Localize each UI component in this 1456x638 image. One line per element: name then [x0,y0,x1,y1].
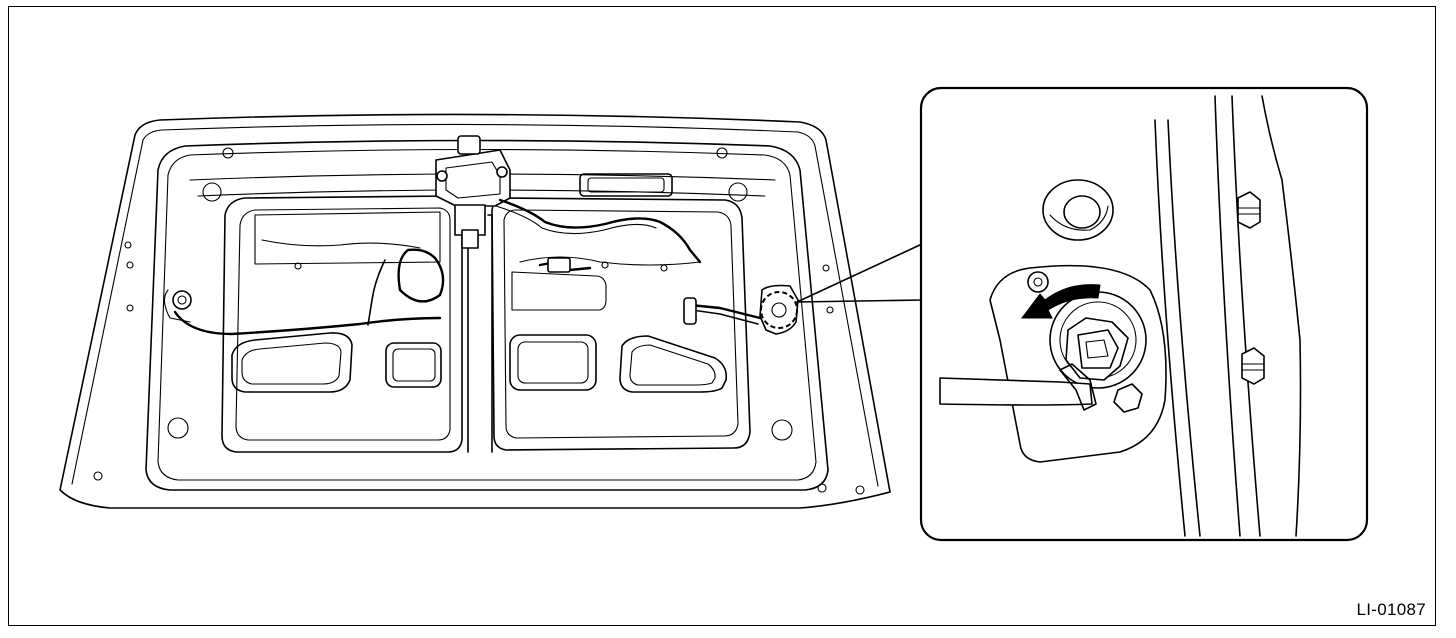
figure-code: LI-01087 [1356,600,1426,619]
callout-connector [796,243,923,303]
trunk-lid-drawing [59,113,891,509]
detail-callout [919,86,1369,542]
detail-circle [760,291,798,329]
counterclockwise-arrow-icon [1021,284,1101,319]
